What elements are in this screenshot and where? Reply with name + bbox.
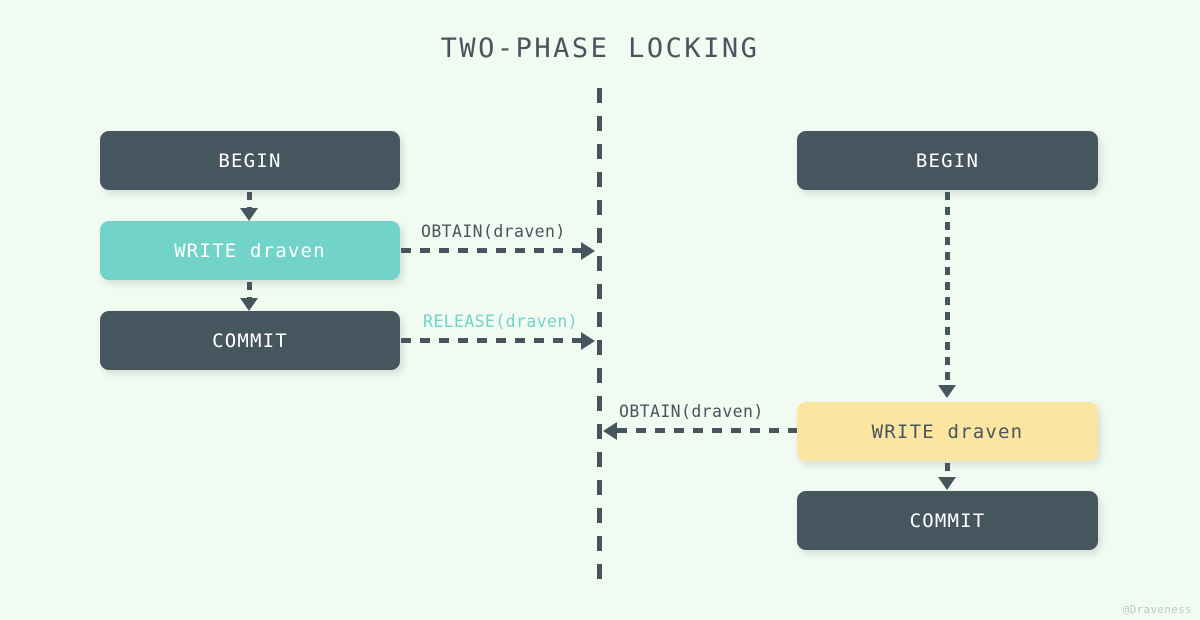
message-line-obtain-left [401,248,582,253]
node-left-begin[interactable]: BEGIN [100,131,400,190]
arrowhead-left-begin-to-write [240,208,258,221]
page-title: TWO-PHASE LOCKING [440,33,760,64]
arrowhead-obtain-right [603,422,617,440]
node-left-write[interactable]: WRITE draven [100,221,400,280]
node-right-begin[interactable]: BEGIN [797,131,1098,190]
arrowhead-obtain-left [581,242,595,260]
watermark: @Draveness [1122,603,1192,616]
connector-left-write-to-commit [247,282,252,303]
node-left-write-label: WRITE draven [174,239,326,262]
arrowhead-left-write-to-commit [240,298,258,311]
node-left-begin-label: BEGIN [218,149,282,172]
message-label-obtain-left: OBTAIN(draven) [421,222,566,241]
shared-resource-lifeline [597,88,602,590]
node-right-write[interactable]: WRITE draven [797,402,1098,461]
connector-right-write-to-commit [945,463,950,480]
node-right-write-label: WRITE draven [871,420,1024,443]
message-label-release-left: RELEASE(draven) [423,312,579,331]
node-right-begin-label: BEGIN [915,149,980,172]
connector-left-begin-to-write [247,192,252,213]
node-left-commit[interactable]: COMMIT [100,311,400,370]
arrowhead-release-left [581,332,595,350]
message-line-release-left [401,338,582,343]
message-label-obtain-right: OBTAIN(draven) [619,402,764,421]
arrowhead-right-write-to-commit [938,477,956,490]
message-line-obtain-right [617,428,797,433]
node-right-commit-label: COMMIT [909,509,986,532]
connector-right-begin-to-write [945,192,950,385]
arrowhead-right-begin-to-write [938,385,956,398]
node-left-commit-label: COMMIT [212,329,288,352]
node-right-commit[interactable]: COMMIT [797,491,1098,550]
